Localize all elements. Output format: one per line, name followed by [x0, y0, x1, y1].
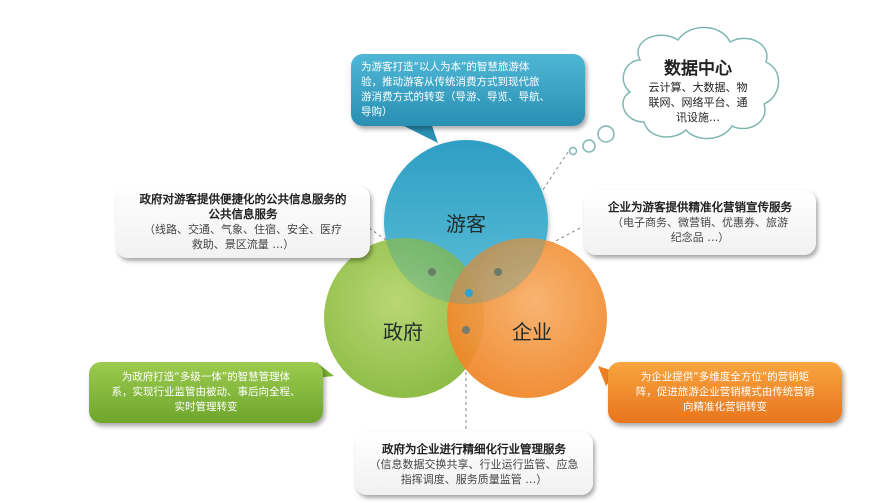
callout-line: 阵，促进旅游企业营销模式由传统营销	[635, 386, 815, 398]
box-subtitle: 指挥调度、服务质量监管 …）	[400, 473, 548, 486]
box-title: 公共信息服务	[208, 207, 278, 221]
callout-line: 系，实现行业监管由被动、事后向全程、	[111, 386, 301, 398]
gov-to-tourist-box: 政府对游客提供便捷化的公共信息服务的 公共信息服务 （线路、交通、气象、住宿、安…	[116, 186, 370, 258]
callout-line: 为企业提供“多维度全方位”的营销矩	[640, 371, 810, 383]
government-callout: 为政府打造“多级一体”的智慧管理体 系，实现行业监管由被动、事后向全程、 实时管…	[89, 362, 323, 423]
callout-line: 向精准化营销转变	[683, 401, 767, 413]
enterprise-to-tourist-box: 企业为游客提供精准化营销宣传服务 （电子商务、微营销、优惠券、旅游 纪念品 …）	[584, 190, 816, 255]
data-center: 数据中心 云计算、大数据、物 联网、网络平台、通 讯设施…	[628, 58, 768, 125]
cloud-shape	[568, 26, 780, 156]
box-title: 政府对游客提供便捷化的公共信息服务的	[139, 192, 347, 206]
gov-to-enterprise-box: 政府为企业进行精细化行业管理服务 （信息数据交换共享、行业运行监管、应急 指挥调…	[355, 432, 593, 495]
callout-line: 游消费方式的转变（导游、导览、导航、	[361, 91, 550, 103]
box-subtitle: 纪念品 …）	[670, 231, 730, 244]
data-center-line: 讯设施…	[676, 111, 720, 124]
box-subtitle: 救助、景区流量 …）	[191, 238, 295, 251]
enterprise-callout: 为企业提供“多维度全方位”的营销矩 阵，促进旅游企业营销模式由传统营销 向精准化…	[608, 362, 842, 423]
data-center-title: 数据中心	[664, 59, 732, 79]
callout-line: 为政府打造“多级一体”的智慧管理体	[121, 371, 291, 383]
circle-enterprise	[447, 238, 607, 398]
box-title: 企业为游客提供精准化营销宣传服务	[608, 200, 792, 214]
circle-label-government: 政府	[383, 320, 423, 344]
circle-label-tourist: 游客	[446, 212, 486, 236]
callout-line: 实时管理转变	[174, 401, 238, 413]
callout-line: 导购）	[361, 106, 393, 118]
data-center-line: 联网、网络平台、通	[648, 96, 748, 109]
callout-line: 为游客打造“以人为本”的智慧旅游体	[361, 61, 530, 73]
callout-line: 验，推动游客从传统消费方式到现代旅	[361, 76, 540, 88]
box-title: 政府为企业进行精细化行业管理服务	[382, 442, 566, 456]
circle-label-enterprise: 企业	[512, 320, 552, 344]
box-subtitle: （电子商务、微营销、优惠券、旅游	[612, 216, 788, 229]
data-center-line: 云计算、大数据、物	[648, 81, 748, 94]
box-subtitle: （信息数据交换共享、行业运行监管、应急	[369, 458, 579, 471]
circle-government	[324, 238, 484, 398]
tourist-callout: 为游客打造“以人为本”的智慧旅游体 验，推动游客从传统消费方式到现代旅 游消费方…	[351, 54, 585, 126]
box-subtitle: （线路、交通、气象、住宿、安全、医疗	[144, 223, 342, 236]
